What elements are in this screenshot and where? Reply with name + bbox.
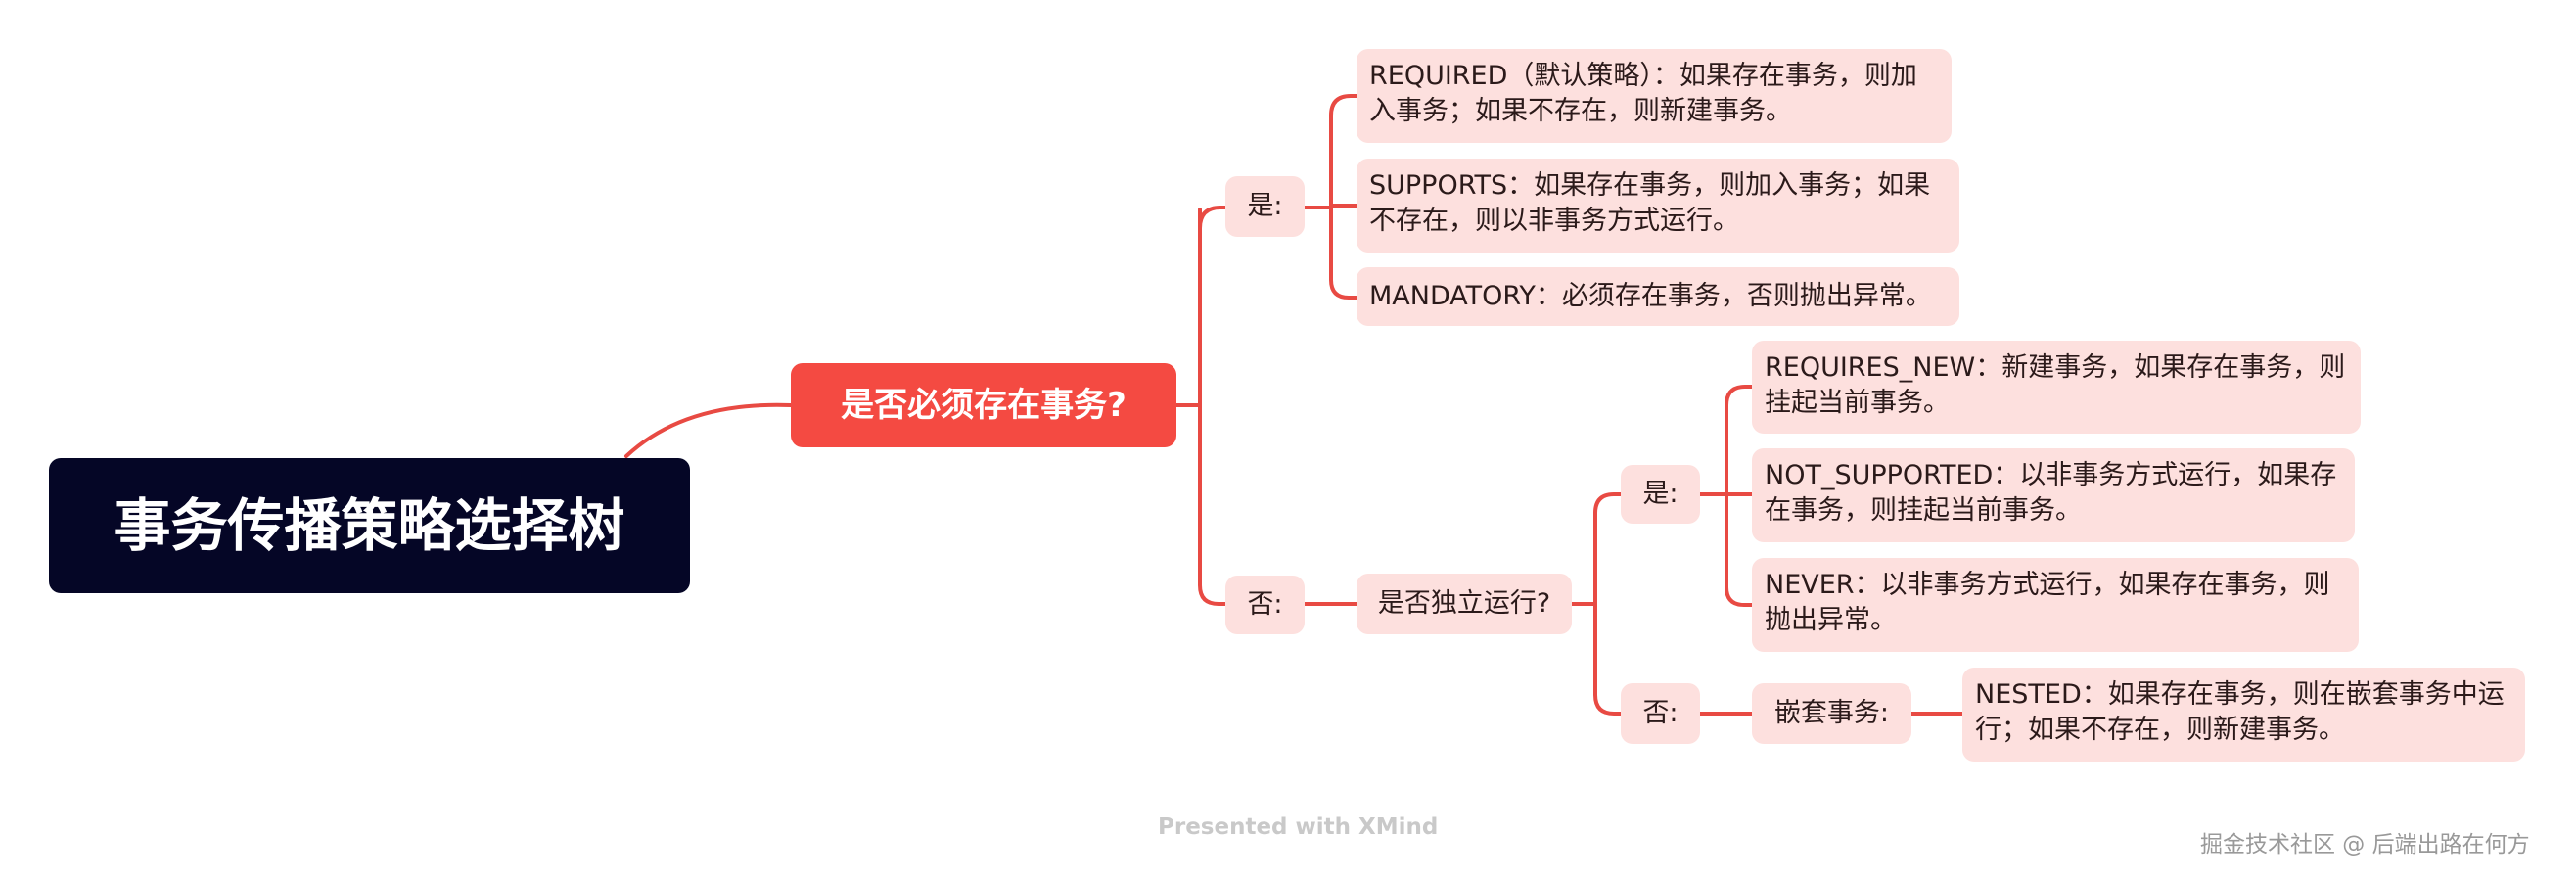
link-yes-required	[1329, 94, 1358, 117]
link-indep-yes	[1593, 492, 1623, 515]
link-root-question	[624, 402, 793, 458]
juejin-watermark: 掘金技术社区 @ 后端出路在何方	[2200, 832, 2530, 857]
link-subyes-requiresnew	[1725, 385, 1754, 407]
leaf-mandatory[interactable]: MANDATORY：必须存在事务，否则抛出异常。	[1357, 267, 1959, 326]
link-spine-yes	[1198, 206, 1227, 230]
leaf-not-supported[interactable]: NOT_SUPPORTED：以非事务方式运行，如果存在事务，则挂起当前事务。	[1752, 448, 2355, 542]
link-subyes-vertical	[1725, 403, 1754, 607]
xmind-watermark: Presented with XMind	[1158, 814, 1439, 840]
link-indep-vertical	[1593, 511, 1623, 716]
leaf-supports[interactable]: SUPPORTS：如果存在事务，则加入事务；如果不存在，则以非事务方式运行。	[1357, 159, 1959, 253]
branch-sub-yes[interactable]: 是:	[1621, 465, 1700, 524]
branch-sub-no[interactable]: 否:	[1621, 683, 1700, 744]
node-nested-label[interactable]: 嵌套事务:	[1752, 683, 1911, 744]
link-yes-vertical	[1329, 114, 1358, 300]
leaf-requires-new[interactable]: REQUIRES_NEW：新建事务，如果存在事务，则挂起当前事务。	[1752, 341, 2361, 434]
root-topic[interactable]: 事务传播策略选择树	[49, 458, 690, 593]
branch-yes[interactable]: 是:	[1225, 176, 1305, 237]
question-must-have-transaction[interactable]: 是否必须存在事务?	[791, 363, 1176, 447]
link-spine	[1198, 208, 1227, 606]
branch-no[interactable]: 否:	[1225, 576, 1305, 634]
leaf-required[interactable]: REQUIRED（默认策略）：如果存在事务，则加入事务；如果不存在，则新建事务。	[1357, 49, 1952, 143]
leaf-nested[interactable]: NESTED：如果存在事务，则在嵌套事务中运行；如果不存在，则新建事务。	[1962, 668, 2525, 762]
question-independent[interactable]: 是否独立运行?	[1357, 574, 1572, 634]
leaf-never[interactable]: NEVER：以非事务方式运行，如果存在事务，则抛出异常。	[1752, 558, 2359, 652]
